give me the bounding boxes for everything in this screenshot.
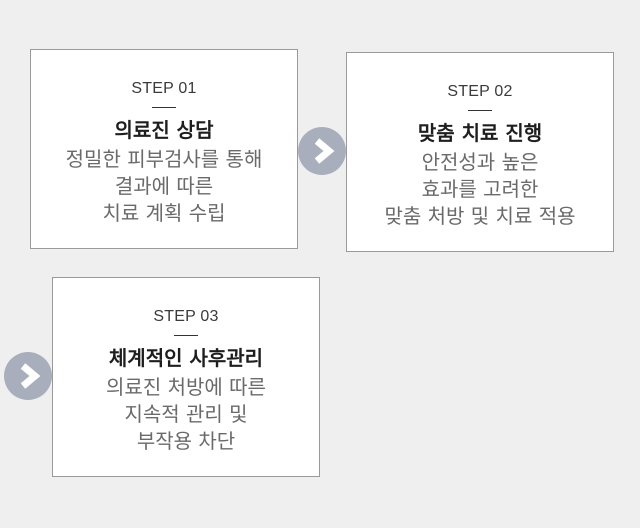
step-card-3: STEP 03 체계적인 사후관리 의료진 처방에 따른 지속적 관리 및 부작… xyxy=(52,277,320,477)
description-line: 치료 계획 수립 xyxy=(102,201,226,225)
chevron-right-icon xyxy=(314,138,335,164)
step-label: STEP 01 xyxy=(131,80,197,97)
step-title: 맞춤 치료 진행 xyxy=(417,121,543,145)
step-divider xyxy=(174,335,198,336)
step-divider xyxy=(152,107,176,108)
description-line: 의료진 처방에 따른 xyxy=(106,375,266,399)
description-line: 정밀한 피부검사를 통해 xyxy=(65,147,263,171)
description-line: 지속적 관리 및 xyxy=(124,402,248,426)
step-description: 정밀한 피부검사를 통해 결과에 따른 치료 계획 수립 xyxy=(31,146,297,227)
step-card-2: STEP 02 맞춤 치료 진행 안전성과 높은 효과를 고려한 맞춤 처방 및… xyxy=(346,52,614,252)
description-line: 맞춤 처방 및 치료 적용 xyxy=(384,204,576,228)
step-card-1: STEP 01 의료진 상담 정밀한 피부검사를 통해 결과에 따른 치료 계획… xyxy=(30,49,298,249)
step-label: STEP 03 xyxy=(153,308,219,325)
step-divider xyxy=(468,110,492,111)
description-line: 부작용 차단 xyxy=(136,429,236,453)
description-line: 안전성과 높은 xyxy=(421,150,539,174)
step-title: 체계적인 사후관리 xyxy=(108,346,264,370)
step-description: 안전성과 높은 효과를 고려한 맞춤 처방 및 치료 적용 xyxy=(347,149,613,230)
next-step-arrow-icon xyxy=(4,352,52,400)
description-line: 효과를 고려한 xyxy=(421,177,539,201)
description-line: 결과에 따른 xyxy=(114,174,214,198)
chevron-right-icon xyxy=(20,363,41,389)
step-description: 의료진 처방에 따른 지속적 관리 및 부작용 차단 xyxy=(53,374,319,455)
next-step-arrow-icon xyxy=(298,127,346,175)
step-label: STEP 02 xyxy=(447,83,513,100)
step-title: 의료진 상담 xyxy=(114,118,214,142)
